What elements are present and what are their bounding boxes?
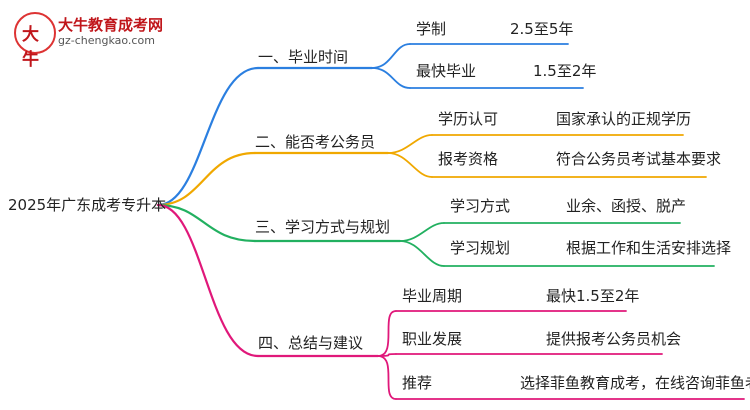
leaf-value: 根据工作和生活安排选择: [566, 239, 732, 257]
leaf-name: 最快毕业: [416, 62, 477, 80]
leaf-name: 学制: [416, 20, 447, 38]
leaf-value: 最快1.5至2年: [546, 287, 640, 305]
leaf-name: 报考资格: [438, 150, 499, 168]
branch-connector: [156, 151, 257, 207]
leaf-value: 符合公务员考试基本要求: [556, 150, 722, 168]
root-node: 2025年广东成考专升本: [8, 196, 167, 214]
leaf-name: 毕业周期: [402, 287, 463, 305]
branch-connector: [156, 203, 257, 243]
leaf-connector: [377, 355, 397, 400]
logo-mark: 大牛: [22, 25, 39, 70]
leaf-connector: [377, 310, 397, 357]
leaf-connector: [387, 152, 433, 178]
logo-url: gz-chengkao.com: [58, 34, 155, 47]
leaf-value: 选择菲鱼教育成考，在线咨询菲鱼老师: [520, 374, 750, 392]
leaf-name: 学习规划: [450, 239, 511, 257]
leaf-value: 1.5至2年: [533, 62, 597, 80]
leaf-name: 职业发展: [402, 330, 463, 348]
leaf-connector: [371, 43, 411, 69]
branch-label: 三、学习方式与规划: [255, 218, 391, 236]
branch-label: 四、总结与建议: [258, 334, 364, 352]
logo-badge: 大牛: [14, 12, 56, 70]
branch-label: 二、能否考公务员: [255, 133, 376, 151]
leaf-name: 学历认可: [438, 110, 499, 128]
leaf-value: 2.5至5年: [510, 20, 574, 38]
leaf-value: 提供报考公务员机会: [546, 330, 682, 348]
leaf-connector: [387, 134, 433, 154]
branch-label: 一、毕业时间: [258, 48, 349, 66]
leaf-name: 学习方式: [450, 197, 511, 215]
branch-connector: [156, 66, 260, 207]
logo-title: 大牛教育成考网: [58, 16, 164, 34]
leaf-value: 国家承认的正规学历: [556, 110, 692, 128]
branch-connector: [156, 203, 260, 358]
leaf-connector: [371, 67, 411, 89]
leaf-connector: [399, 222, 445, 242]
leaf-value: 业余、函授、脱产: [566, 197, 687, 215]
site-logo: 大牛 大牛教育成考网 gz-chengkao.com: [14, 12, 214, 70]
leaf-name: 推荐: [402, 374, 433, 392]
leaf-connector: [399, 240, 445, 267]
